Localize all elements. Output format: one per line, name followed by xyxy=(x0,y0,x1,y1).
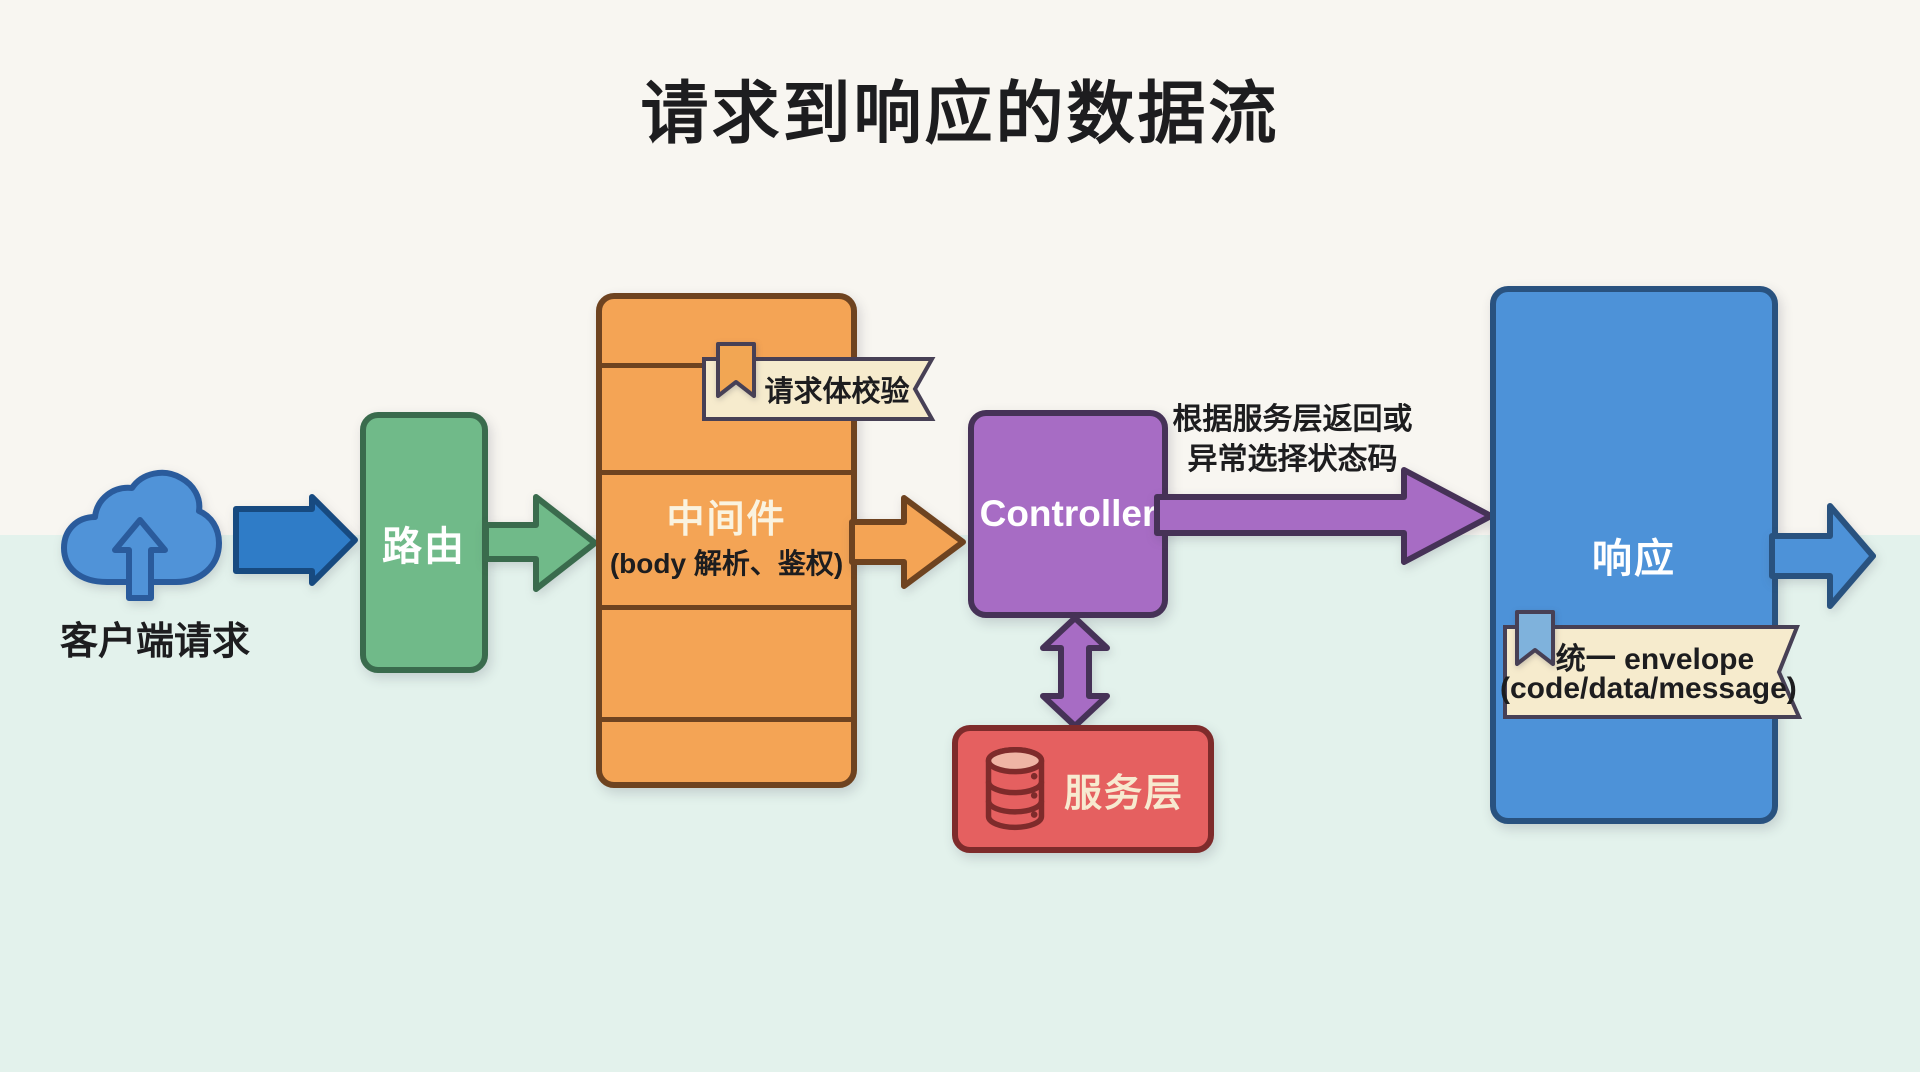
controller-node: Controller xyxy=(968,410,1168,618)
envelope-banner-line1: 统一 envelope xyxy=(1555,643,1755,676)
validation-banner-label: 请求体校验 xyxy=(764,376,910,408)
upload-arrow-icon xyxy=(112,517,168,601)
middleware-divider xyxy=(601,470,852,475)
bookmark-icon xyxy=(716,342,756,398)
cloud-upload-icon xyxy=(61,469,222,601)
arrow-controller-service-bidirectional xyxy=(1040,615,1110,729)
router-node: 路由 xyxy=(360,412,488,673)
arrow-response-out xyxy=(1769,503,1876,609)
middleware-text: 中间件 (body 解析、鉴权) xyxy=(602,495,851,583)
diagram-title: 请求到响应的数据流 xyxy=(640,76,1280,152)
arrow-middleware-to-controller xyxy=(849,495,966,589)
service-layer-label: 服务层 xyxy=(1063,772,1184,815)
response-label: 响应 xyxy=(1592,537,1676,581)
ribbon-shape xyxy=(1503,625,1803,719)
arrow-controller-to-response xyxy=(1154,467,1494,565)
envelope-banner-line2: (code/data/message) xyxy=(1500,672,1797,705)
envelope-banner: 统一 envelope (code/data/message) xyxy=(1500,608,1812,720)
status-code-line1: 根据服务层返回或 xyxy=(1172,403,1413,436)
service-layer-node: 服务层 xyxy=(952,725,1214,853)
status-code-annotation: 根据服务层返回或 异常选择状态码 xyxy=(1160,400,1425,480)
arrow-client-to-router xyxy=(233,494,358,586)
middleware-divider xyxy=(601,717,852,722)
database-icon xyxy=(985,747,1045,831)
ribbon-shape xyxy=(702,357,936,421)
validation-banner: 请求体校验 xyxy=(700,340,940,425)
response-node: 响应 xyxy=(1490,286,1778,824)
client-request-label: 客户端请求 xyxy=(59,621,250,663)
middleware-label: 中间件 xyxy=(666,499,787,541)
controller-label: Controller xyxy=(979,493,1157,534)
status-code-line2: 异常选择状态码 xyxy=(1187,443,1398,476)
middleware-divider xyxy=(601,605,852,610)
router-label: 路由 xyxy=(382,524,466,569)
middleware-sublabel: (body 解析、鉴权) xyxy=(609,548,844,579)
bookmark-icon xyxy=(1515,610,1555,666)
arrow-router-to-middleware xyxy=(483,494,598,592)
